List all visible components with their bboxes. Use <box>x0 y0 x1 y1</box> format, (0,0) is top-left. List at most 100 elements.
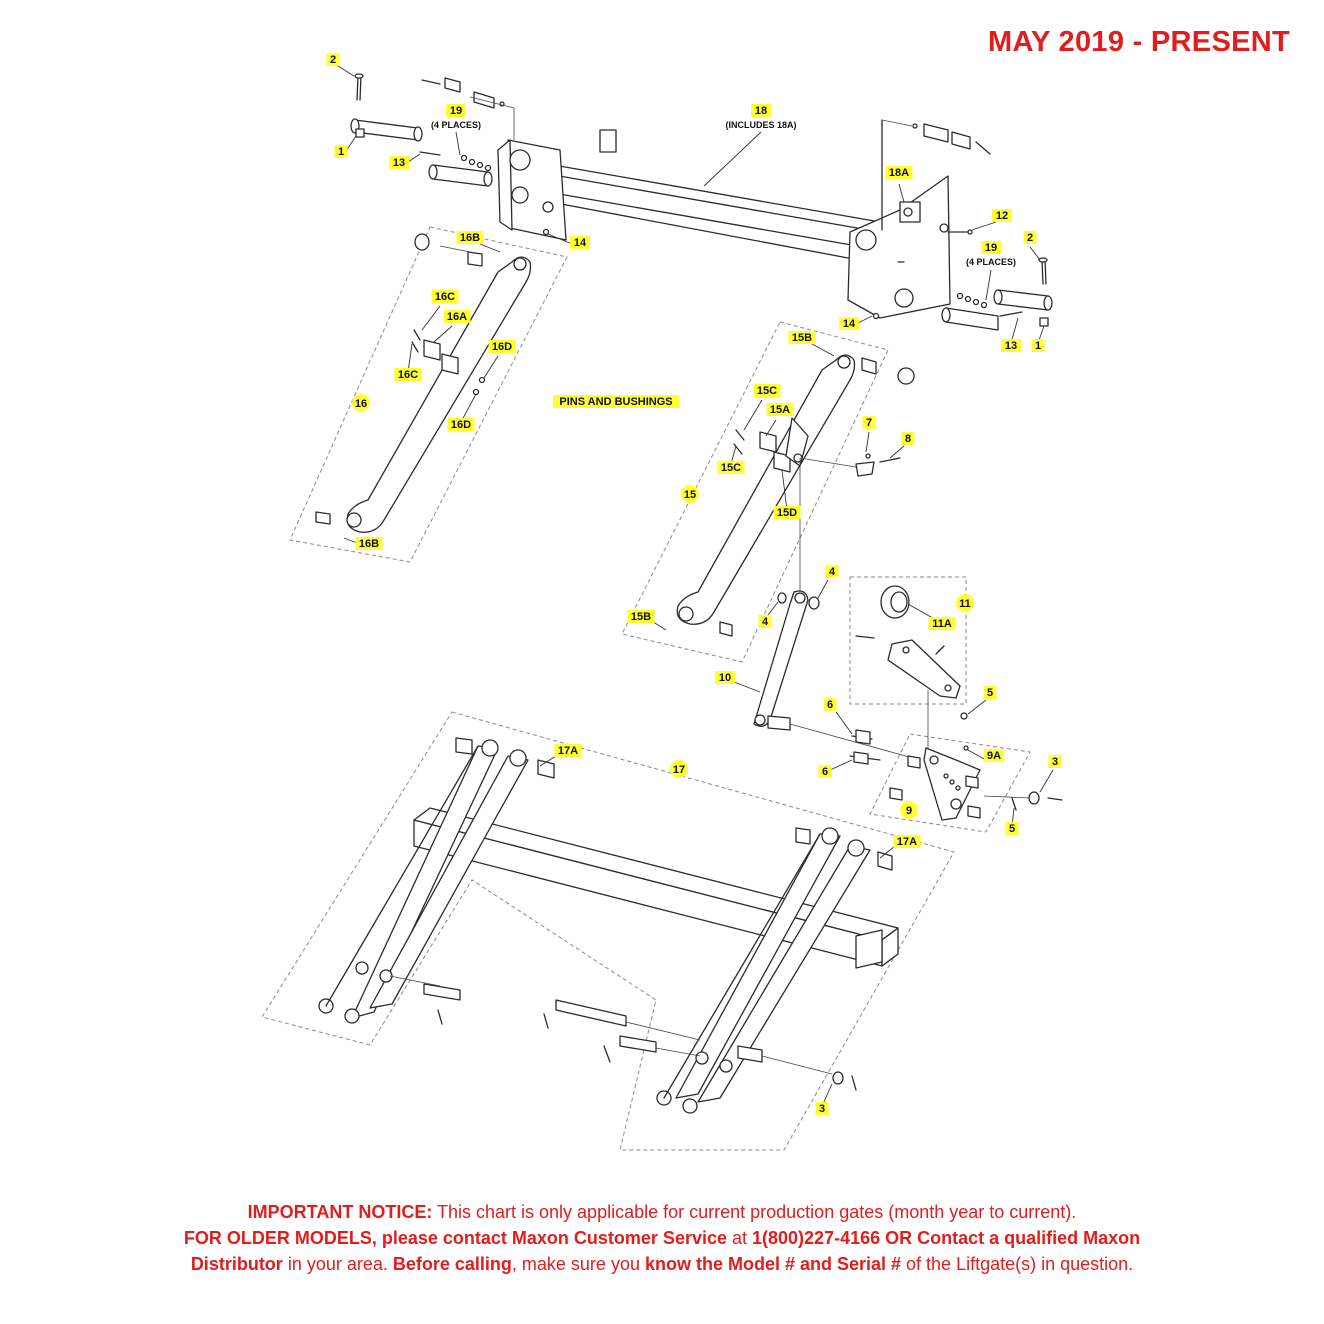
callout-number: 14 <box>843 318 856 330</box>
callout-highlight <box>570 236 590 249</box>
bolt-12 <box>947 229 973 235</box>
callout-16b-bot: 16B <box>355 537 383 550</box>
callout-highlight <box>751 104 771 117</box>
callout-number: 16B <box>460 232 480 244</box>
notice-line-1: IMPORTANT NOTICE: This chart is only app… <box>40 1199 1284 1225</box>
callout-number: 11 <box>959 598 971 610</box>
callout-highlight <box>992 209 1012 222</box>
notice-text-5: of the Liftgate(s) in question. <box>901 1254 1134 1274</box>
pin-6-lower <box>849 751 881 765</box>
callout-highlight <box>1001 339 1021 352</box>
callout-16c-bot: 16C <box>394 368 422 381</box>
callout-number: 12 <box>996 210 1008 222</box>
main-shaft-18 <box>497 119 951 319</box>
callout-16d-top: 16D <box>488 340 516 353</box>
callout-number: 1 <box>338 146 344 158</box>
callout-17a-top: 17A <box>554 744 582 757</box>
callout-9: 9 <box>900 801 918 819</box>
sub-note-18: (INCLUDES 18A) <box>725 120 796 130</box>
pin-2-right <box>1038 257 1048 285</box>
callout-highlight <box>681 485 699 503</box>
exploded-parts-diagram: 2119131818A12219131141416B16C16A16D16C16… <box>261 53 1063 1151</box>
callout-1a: 1 <box>334 145 348 158</box>
notice-heading: IMPORTANT NOTICE: <box>247 1202 433 1222</box>
callout-number: 6 <box>822 766 828 778</box>
bushing-1-left <box>355 128 365 138</box>
callout-15c-top: 15C <box>753 384 781 397</box>
sub-note-text: (4 PLACES) <box>966 257 1016 267</box>
notice-model-serial: know the Model # and Serial # <box>644 1254 902 1274</box>
callout-highlight <box>885 166 913 179</box>
callout-8: 8 <box>901 432 915 445</box>
callout-16a: 16A <box>443 310 471 323</box>
sub-note-text: (4 PLACES) <box>431 120 481 130</box>
callout-5a: 5 <box>983 686 997 699</box>
callout-number: 16D <box>451 419 471 431</box>
sub-note-19-right: (4 PLACES) <box>966 257 1016 267</box>
link-10 <box>753 590 921 761</box>
callout-5b: 5 <box>1005 822 1019 835</box>
callout-19b: 19 <box>981 241 1001 254</box>
callout-19a: 19 <box>446 104 466 117</box>
callout-number: 3 <box>1052 756 1058 768</box>
callout-highlight <box>627 610 655 623</box>
group-outline-11 <box>849 576 967 705</box>
roller-pin-right <box>993 289 1053 311</box>
notice-before-calling: Before calling <box>392 1254 512 1274</box>
cam-plate-9 <box>889 712 1063 821</box>
callout-number: 1 <box>1035 340 1041 352</box>
callout-number: 13 <box>393 157 405 169</box>
roller-pin-left <box>350 118 423 142</box>
notice-text-3: in your area. <box>282 1254 393 1274</box>
callout-highlight <box>788 331 816 344</box>
pin-6-upper <box>851 729 873 745</box>
callout-15a: 15A <box>766 403 794 416</box>
callout-number: 16C <box>398 369 418 381</box>
callout-6a: 6 <box>823 698 837 711</box>
callout-number: 2 <box>330 54 336 66</box>
callout-highlight <box>334 145 348 158</box>
callout-highlight <box>443 310 471 323</box>
callout-17a-bot: 17A <box>893 835 921 848</box>
callout-highlight <box>446 104 466 117</box>
callout-number: 4 <box>829 566 836 578</box>
callout-highlight <box>1048 755 1062 768</box>
callout-highlight <box>862 416 876 429</box>
arm-15 <box>676 354 915 637</box>
callout-number: 7 <box>866 417 872 429</box>
callout-highlight <box>1005 822 1019 835</box>
callout-highlight <box>717 461 745 474</box>
callout-number: 19 <box>985 242 997 254</box>
washers-19-left <box>460 154 492 172</box>
callout-number: 2 <box>1027 232 1033 244</box>
callout-2a: 2 <box>326 53 340 66</box>
bolt-14-left <box>542 228 550 236</box>
notice-line-2: FOR OLDER MODELS, please contact Maxon C… <box>40 1225 1284 1251</box>
callout-number: 16D <box>492 341 512 353</box>
notice-text-2: at <box>727 1228 753 1248</box>
callout-number: 9 <box>906 805 912 817</box>
callout-16d-bot: 16D <box>447 418 475 431</box>
sub-note-19-left: (4 PLACES) <box>431 120 481 130</box>
callout-4b: 4 <box>758 615 772 628</box>
callout-14b: 14 <box>839 317 859 330</box>
callout-number: 16C <box>435 291 455 303</box>
callout-number: 18A <box>889 167 909 179</box>
callout-highlight <box>825 565 839 578</box>
callout-15c-bot: 15C <box>717 461 745 474</box>
callout-number: 15A <box>770 404 790 416</box>
callout-9a: 9A <box>984 749 1004 762</box>
callout-number: 6 <box>827 699 833 711</box>
callout-number: 15C <box>721 462 741 474</box>
callout-3a: 3 <box>1048 755 1062 768</box>
callout-number: 5 <box>1009 823 1015 835</box>
notice-text-4: , make sure you <box>511 1254 645 1274</box>
callout-number: 16B <box>359 538 379 550</box>
callout-15: 15 <box>681 485 699 503</box>
callout-highlight <box>554 744 582 757</box>
section-label-text: PINS AND BUSHINGS <box>559 396 672 408</box>
callout-highlight <box>389 156 409 169</box>
pin-13-right <box>941 307 1023 331</box>
notice-phone: 1(800)227-4166 OR Contact a qualified Ma… <box>752 1228 1141 1248</box>
notice-distributor: Distributor <box>190 1254 283 1274</box>
